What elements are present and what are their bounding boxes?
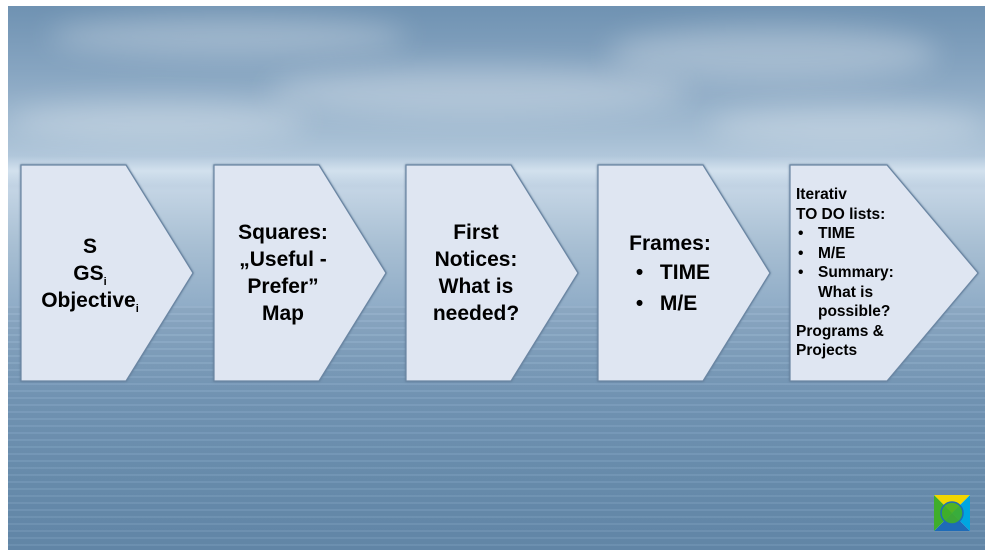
cloud (48, 16, 408, 56)
slide: S GSi Objectivei Squares: „Useful - Pref… (8, 6, 985, 550)
squares-line-4: Map (262, 302, 304, 325)
frames-bullet-me: M/E (630, 290, 710, 317)
step-s: S (82, 234, 97, 258)
frames-title: Frames: (629, 231, 711, 255)
notices-line-3: What is (438, 275, 514, 298)
arrow-4-label: Frames: TIME M/E (597, 164, 743, 382)
cloud (8, 101, 308, 141)
chevron-shape (20, 164, 194, 382)
arrow-5-label: Iterativ TO DO lists: TIME M/E Summary: … (789, 164, 946, 382)
todo-bullet-list: TIME M/E Summary: (796, 224, 894, 283)
arrow-3-label: First Notices: What is needed? (405, 164, 547, 382)
process-arrow-3: First Notices: What is needed? (405, 164, 579, 382)
squares-line-2: „Useful - (239, 248, 327, 271)
process-arrow-2: Squares: „Useful - Prefer” Map (213, 164, 387, 382)
process-arrow-5: Iterativ TO DO lists: TIME M/E Summary: … (789, 164, 979, 382)
frames-bullet-time: TIME (630, 259, 710, 286)
logo-graphic (934, 495, 970, 531)
squares-line-3: Prefer” (247, 275, 319, 298)
todo-bullet-time: TIME (796, 224, 894, 244)
todo-lists-line: TO DO lists: (796, 205, 886, 223)
chevron-shape (213, 164, 387, 382)
iterativ-line: Iterativ (796, 186, 847, 204)
cloud (268, 66, 688, 116)
notices-line-2: Notices: (434, 248, 518, 271)
todo-bullet-me: M/E (796, 244, 894, 264)
chevron-shape (405, 164, 579, 382)
cloud (608, 26, 938, 81)
arrow-2-label: Squares: „Useful - Prefer” Map (213, 164, 353, 382)
projects-line: Projects (796, 342, 858, 360)
notices-line-4: needed? (432, 302, 520, 325)
squares-line-1: Squares: (238, 221, 328, 244)
quadrant-logo-icon (934, 495, 970, 531)
summary-continuation-1: What is (818, 283, 874, 301)
step-gs: GSi (73, 261, 107, 288)
process-arrow-4: Frames: TIME M/E (597, 164, 771, 382)
frames-bullet-list: TIME M/E (630, 259, 710, 317)
cloud (708, 106, 985, 146)
summary-continuation-2: possible? (818, 303, 891, 321)
notices-line-1: First (453, 221, 499, 244)
process-arrow-1: S GSi Objectivei (20, 164, 194, 382)
todo-bullet-summary: Summary: (796, 263, 894, 283)
programs-line: Programs & (796, 322, 884, 340)
arrow-1-label: S GSi Objectivei (20, 164, 160, 382)
step-objective: Objectivei (41, 288, 139, 315)
